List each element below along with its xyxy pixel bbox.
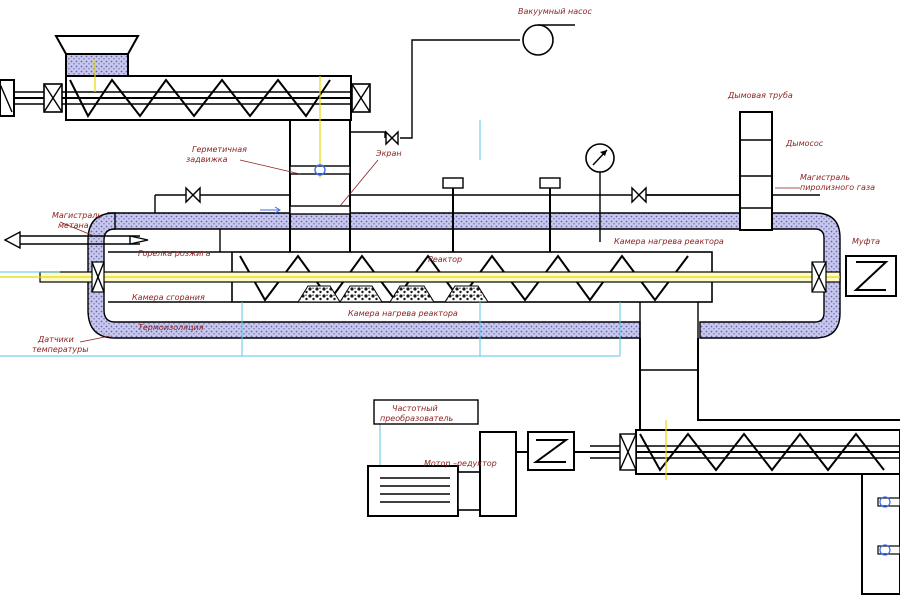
label-motor-reducer: Мотор –редуктор (424, 459, 497, 468)
reactor-body (154, 143, 740, 252)
label-vacuum-pump: Вакуумный насос (518, 7, 592, 16)
label-exhaust-fan: Дымосос (785, 139, 824, 148)
outlet-chute (639, 302, 900, 430)
frequency-converter-box (373, 399, 479, 425)
label-methane-main-1: Магистраль (52, 211, 102, 220)
label-screen: Экран (375, 149, 402, 158)
label-frequency-converter-1: Частотный (392, 404, 438, 413)
vacuum-line (350, 24, 575, 146)
label-chimney: Дымовая труба (727, 91, 793, 100)
discharge-unit (861, 473, 900, 595)
label-methane-main-2: метана (58, 221, 89, 230)
leader-lines (59, 159, 800, 343)
upper-feed-screw (0, 75, 371, 121)
feed-hopper (54, 35, 140, 77)
label-combustion-chamber: Камера сгорания (132, 293, 205, 302)
label-heating-chamber-top: Камера нагрева реактора (614, 237, 724, 246)
label-temp-sensors-1: Датчики (37, 335, 74, 344)
label-heating-chamber-bottom: Камера нагрева реактора (348, 309, 458, 318)
label-thermal-insulation: Термоизоляция (138, 323, 204, 332)
label-gas-main-2: пиролизного газа (800, 183, 875, 192)
temperature-sensor-lines (0, 120, 621, 470)
label-frequency-converter-2: преобразователь (380, 414, 454, 423)
label-coupling: Муфта (852, 237, 880, 246)
label-sealed-valve-2: задвижка (186, 155, 228, 164)
chimney (739, 111, 773, 231)
pyrolysis-gas-line (631, 186, 820, 204)
drop-chute (289, 120, 351, 252)
combustion-chamber (108, 229, 232, 303)
label-sealed-valve-1: Герметичная (192, 145, 247, 154)
label-reactor: Реактор (428, 255, 462, 264)
label-temp-sensors-2: температуры (32, 345, 89, 354)
methane-line (3, 186, 290, 250)
lower-screw (590, 420, 900, 480)
label-gas-main-1: Магистраль (800, 173, 850, 182)
motor-reducer-assembly (367, 399, 590, 517)
label-ignition-burner: Горелка розжига (138, 249, 211, 258)
main-shaft (0, 255, 897, 297)
